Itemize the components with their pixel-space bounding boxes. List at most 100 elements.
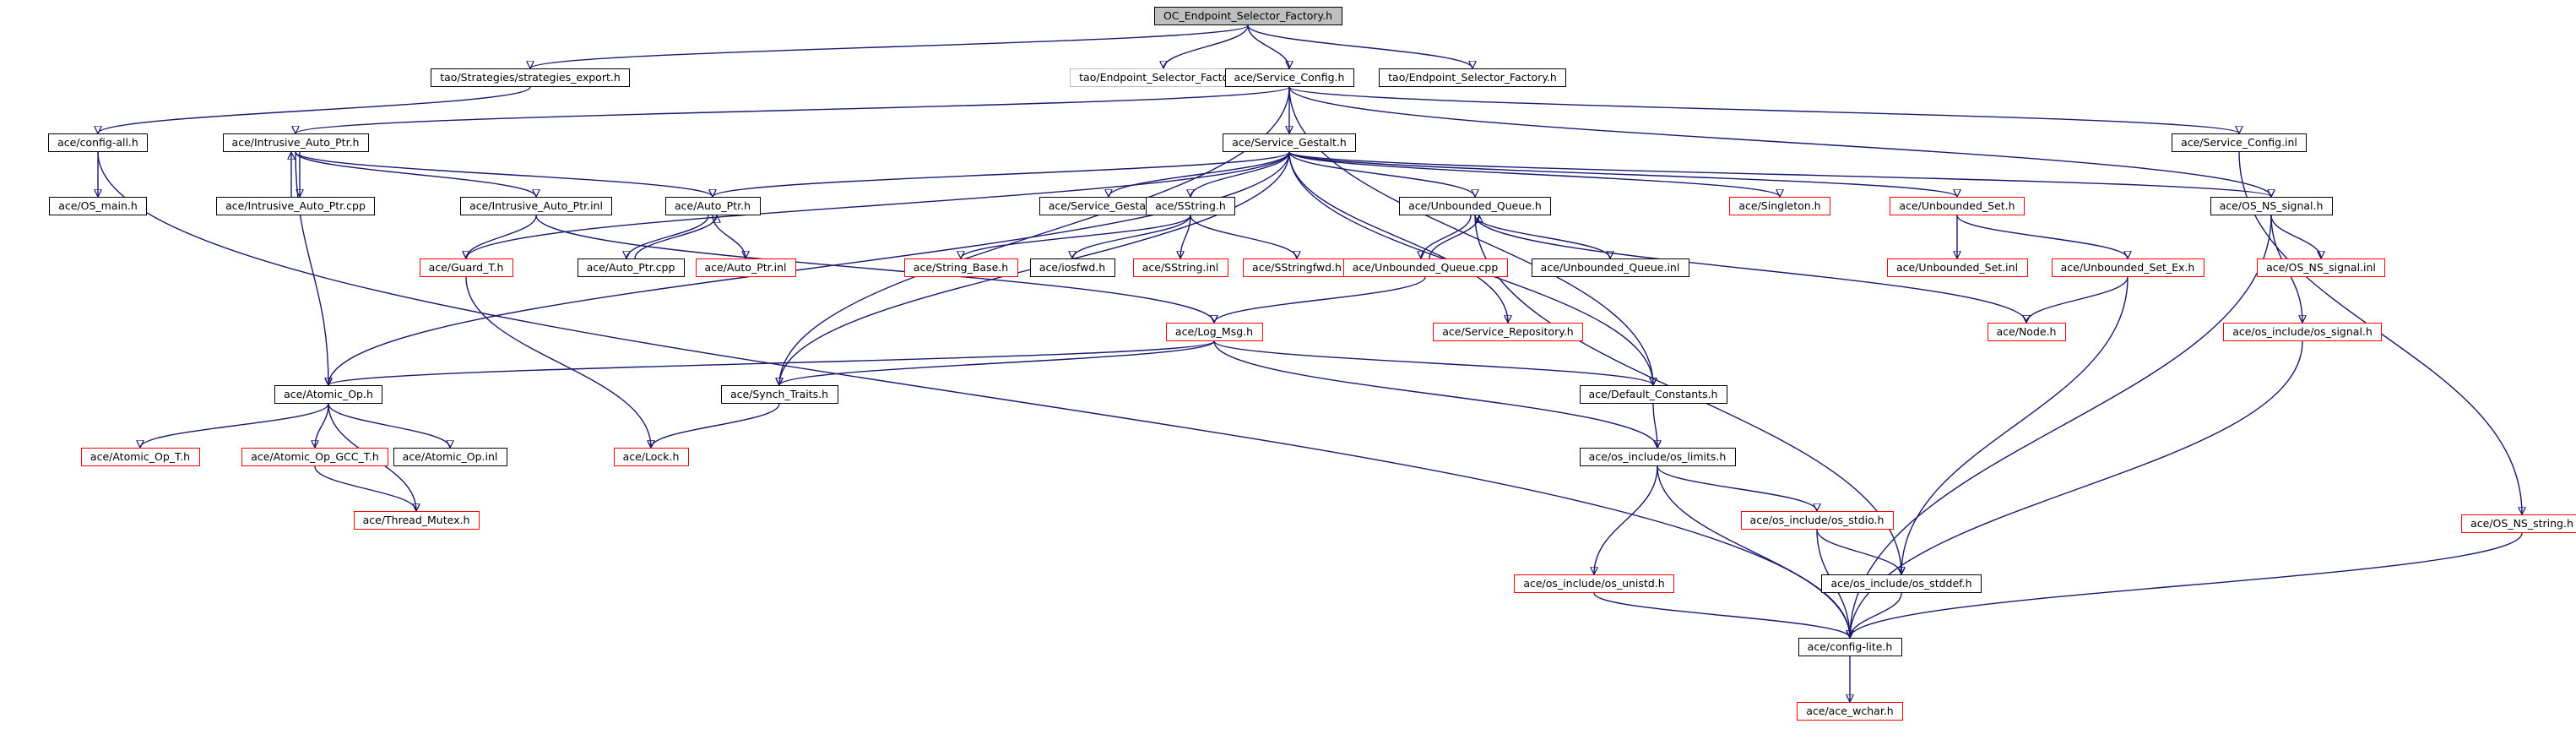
graph-node-oc-endpoint-selector-factory-h: OC_Endpoint_Selector_Factory.h: [1153, 7, 1342, 25]
edge-os-ns-string-to-config-lite: [1850, 532, 2523, 639]
edge-service-gestalt-to-auto-ptr: [713, 151, 1290, 198]
edge-os-limits-to-os-stdio: [1657, 465, 1817, 512]
edge-unbounded-set-to-unbounded-set-ex: [1956, 215, 2128, 259]
graph-node-ace-intrusive-auto-ptr-h[interactable]: ace/Intrusive_Auto_Ptr.h: [222, 133, 369, 152]
graph-node-ace-os-main-h[interactable]: ace/OS_main.h: [49, 197, 147, 215]
graph-node-ace-atomic-op-inl[interactable]: ace/Atomic_Op.inl: [393, 448, 507, 466]
graph-node-ace-thread-mutex-h[interactable]: ace/Thread_Mutex.h: [353, 511, 480, 530]
graph-node-ace-unbounded-queue-cpp[interactable]: ace/Unbounded_Queue.cpp: [1342, 258, 1508, 277]
edge-log-msg-to-atomic-op: [328, 340, 1215, 386]
edge-default-constants-to-os-limits: [1652, 403, 1657, 448]
edge-os-ns-signal-to-os-ns-signal-inl: [2270, 215, 2321, 259]
graph-node-ace-service-gestalt-h[interactable]: ace/Service_Gestalt.h: [1223, 133, 1356, 152]
edge-service-gestalt-to-unbounded-set: [1288, 151, 1957, 198]
graph-node-ace-intrusive-auto-ptr-inl[interactable]: ace/Intrusive_Auto_Ptr.inl: [460, 197, 612, 215]
graph-node-tao-strategies-strategies-export-h[interactable]: tao/Strategies/strategies_export.h: [431, 68, 630, 87]
graph-node-ace-unbounded-set-h[interactable]: ace/Unbounded_Set.h: [1890, 197, 2025, 215]
edge-atomic-gcc-to-thread-mutex: [314, 465, 416, 512]
edge-os-limits-to-os-unistd: [1594, 465, 1658, 574]
graph-node-ace-os-include-os-stddef-h[interactable]: ace/os_include/os_stddef.h: [1821, 574, 1982, 593]
edge-strategies-export-to-config-all: [98, 86, 531, 134]
graph-node-ace-default-constants-h[interactable]: ace/Default_Constants.h: [1579, 385, 1727, 404]
edge-os-stdio-to-os-stddef: [1816, 529, 1901, 575]
edge-service-config-to-intrusive-ptr: [296, 86, 1290, 134]
graph-node-ace-service-config-h[interactable]: ace/Service_Config.h: [1224, 68, 1354, 87]
graph-node-tao-endpoint-selector-factory-h[interactable]: tao/Endpoint_Selector_Factory.h: [1070, 68, 1257, 87]
graph-node-ace-os-include-os-stdio-h[interactable]: ace/os_include/os_stdio.h: [1740, 511, 1894, 530]
graph-node-ace-intrusive-auto-ptr-cpp[interactable]: ace/Intrusive_Auto_Ptr.cpp: [216, 197, 375, 215]
edge-os-unistd-to-config-lite: [1593, 592, 1850, 639]
edge-log-msg-to-default-constants: [1213, 340, 1653, 386]
edge-os-ns-signal-to-config-lite: [1850, 215, 2272, 638]
edge-os-stddef-to-config-lite: [1850, 592, 1902, 639]
graph-node-ace-os-ns-string-h[interactable]: ace/OS_NS_string.h: [2461, 514, 2576, 533]
edge-os-signal-to-config-lite: [1850, 340, 2303, 638]
graph-node-ace-unbounded-queue-inl[interactable]: ace/Unbounded_Queue.inl: [1531, 258, 1689, 277]
edge-intrusive-ptr-to-intrusive-inl: [295, 151, 536, 198]
graph-node-ace-sstring-h[interactable]: ace/SString.h: [1146, 197, 1235, 215]
graph-node-ace-os-include-os-limits-h[interactable]: ace/os_include/os_limits.h: [1579, 448, 1736, 466]
edge-intrusive-inl-to-log-msg: [535, 215, 1214, 324]
edge-root-to-endpoint-sel: [1247, 24, 1472, 69]
edge-service-gestalt-to-sstring: [1190, 151, 1290, 198]
graph-node-ace-service-config-inl[interactable]: ace/Service_Config.inl: [2172, 133, 2307, 152]
edge-service-gestalt-to-os-ns-signal: [1288, 151, 2271, 198]
graph-node-ace-iosfwd-h[interactable]: ace/iosfwd.h: [1029, 258, 1115, 277]
edge-service-gestalt-to-service-repository: [1288, 151, 1508, 323]
edge-service-config-to-os-ns-signal: [1288, 86, 2271, 198]
edge-sstring-to-string-base: [961, 215, 1191, 259]
graph-node-ace-ace-wchar-h[interactable]: ace/ace_wchar.h: [1797, 702, 1903, 721]
graph-node-ace-node-h[interactable]: ace/Node.h: [1987, 323, 2066, 341]
edge-unbounded-queue-to-unbounded-queue-cpp: [1421, 215, 1472, 259]
edge-unbounded-queue-to-unbounded-queue-inl: [1474, 215, 1610, 259]
edge-root-to-tao-endpoint: [1163, 24, 1249, 69]
edge-sstring-to-sstring-inl: [1180, 215, 1191, 258]
edge-os-limits-to-config-lite: [1657, 465, 1850, 638]
graph-node-ace-unbounded-set-inl[interactable]: ace/Unbounded_Set.inl: [1886, 258, 2028, 277]
graph-node-ace-log-msg-h[interactable]: ace/Log_Msg.h: [1165, 323, 1263, 341]
graph-node-ace-unbounded-queue-h[interactable]: ace/Unbounded_Queue.h: [1399, 197, 1551, 215]
edge-intrusive-ptr-to-auto-ptr: [295, 151, 713, 198]
graph-node-ace-atomic-op-t-h[interactable]: ace/Atomic_Op_T.h: [80, 448, 200, 466]
edge-sstring-to-iosfwd: [1072, 215, 1191, 259]
edge-intrusive-ptr-to-atomic-op: [295, 151, 328, 385]
graph-node-ace-config-lite-h[interactable]: ace/config-lite.h: [1798, 638, 1902, 656]
edge-sstring-to-sstringfwd: [1190, 215, 1297, 259]
graph-node-ace-os-include-os-signal-h[interactable]: ace/os_include/os_signal.h: [2223, 323, 2382, 341]
graph-node-ace-atomic-op-h[interactable]: ace/Atomic_Op.h: [274, 385, 382, 404]
graph-node-ace-os-ns-signal-h[interactable]: ace/OS_NS_signal.h: [2210, 197, 2333, 215]
edge-service-gestalt-to-singleton: [1288, 151, 1780, 198]
graph-node-ace-config-all-h[interactable]: ace/config-all.h: [48, 133, 148, 152]
edge-root-to-strategies-export: [530, 24, 1249, 69]
edge-synch-traits-to-lock-h: [651, 403, 780, 449]
graph-node-ace-service-repository-h[interactable]: ace/Service_Repository.h: [1433, 323, 1583, 341]
edge-atomic-op-to-atomic-op-inl: [328, 403, 450, 449]
edge-unbounded-queue-cpp-to-log-msg: [1214, 276, 1426, 324]
edge-auto-ptr-to-auto-ptr-cpp: [626, 215, 709, 259]
graph-node-ace-auto-ptr-h[interactable]: ace/Auto_Ptr.h: [664, 197, 761, 215]
graph-node-ace-lock-h[interactable]: ace/Lock.h: [613, 448, 689, 466]
graph-node-ace-service-gestalt-inl[interactable]: ace/Service_Gestalt.inl: [1039, 197, 1179, 215]
graph-node-ace-unbounded-set-ex-h[interactable]: ace/Unbounded_Set_Ex.h: [2051, 258, 2205, 277]
graph-node-ace-guard-t-h[interactable]: ace/Guard_T.h: [419, 258, 513, 277]
graph-node-ace-singleton-h[interactable]: ace/Singleton.h: [1729, 197, 1830, 215]
graph-node-ace-synch-traits-h[interactable]: ace/Synch_Traits.h: [720, 385, 838, 404]
edge-unbounded-set-ex-to-os-stddef: [1901, 276, 2129, 574]
graph-node-ace-sstring-inl[interactable]: ace/SString.inl: [1132, 258, 1228, 277]
graph-node-ace-os-ns-signal-inl[interactable]: ace/OS_NS_signal.inl: [2257, 258, 2385, 277]
graph-node-ace-auto-ptr-inl[interactable]: ace/Auto_Ptr.inl: [695, 258, 796, 277]
edge-service-gestalt-to-gestalt-inl: [1109, 151, 1290, 198]
edge-unbounded-set-ex-to-node-h: [2026, 276, 2129, 324]
edge-atomic-op-to-atomic-op-t: [140, 403, 329, 449]
edge-config-all-to-config-lite: [97, 151, 1850, 638]
graph-node-ace-sstringfwd-h[interactable]: ace/SStringfwd.h: [1243, 258, 1351, 277]
graph-node-ace-string-base-h[interactable]: ace/String_Base.h: [903, 258, 1018, 277]
edge-service-gestalt-to-guard-t: [466, 151, 1290, 259]
edge-root-to-service-config: [1247, 24, 1289, 69]
graph-node-tao-endpoint-selector-factory-h[interactable]: tao/Endpoint_Selector_Factory.h: [1379, 68, 1566, 87]
edge-auto-ptr-to-auto-ptr-inl: [712, 215, 746, 259]
graph-node-ace-auto-ptr-cpp[interactable]: ace/Auto_Ptr.cpp: [577, 258, 685, 277]
graph-node-ace-os-include-os-unistd-h[interactable]: ace/os_include/os_unistd.h: [1514, 574, 1674, 593]
graph-node-ace-atomic-op-gcc-t-h[interactable]: ace/Atomic_Op_GCC_T.h: [241, 448, 388, 466]
